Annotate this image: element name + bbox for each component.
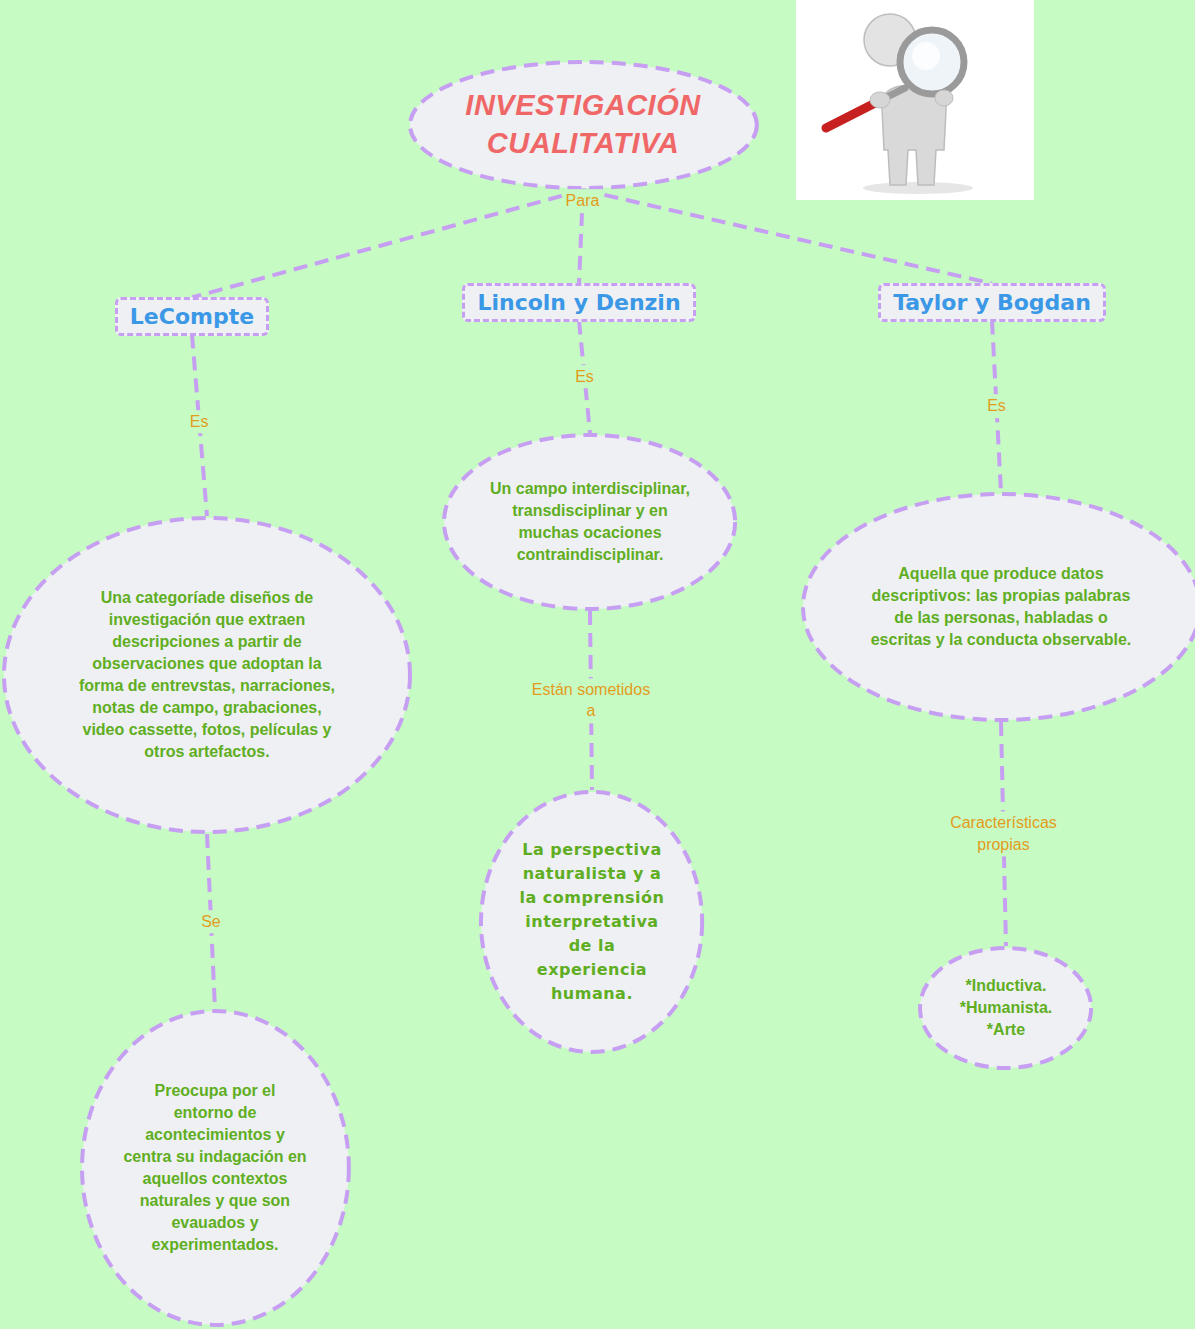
- author-box: LeCompte: [115, 297, 269, 336]
- author-box: Taylor y Bogdan: [878, 283, 1106, 322]
- node-text: La perspectiva naturalista y a la compre…: [516, 838, 668, 1006]
- connector-label: Para: [563, 189, 603, 213]
- detail-ellipse: La perspectiva naturalista y a la compre…: [478, 789, 705, 1055]
- ellipse-outline: [1, 515, 413, 835]
- detail-ellipse: Preocupa por el entorno de acontecimient…: [79, 1008, 352, 1328]
- image-frame: [796, 0, 1034, 200]
- connector-label: Se: [198, 910, 224, 934]
- node-text: Aquella que produce datos descriptivos: …: [863, 563, 1138, 651]
- author-name: Lincoln y Denzin: [477, 290, 680, 315]
- definition-ellipse: Aquella que produce datos descriptivos: …: [800, 491, 1195, 723]
- ellipse-outline: [441, 432, 738, 612]
- ellipse-outline: [800, 491, 1195, 723]
- node-text: *Inductiva. *Humanista. *Arte: [947, 975, 1064, 1041]
- ellipse-border: [82, 1011, 349, 1325]
- node-text: Una categoríade diseños de investigación…: [71, 587, 343, 764]
- ellipse-outline: [407, 59, 760, 191]
- definition-ellipse: Un campo interdisciplinar, transdiscipli…: [441, 432, 738, 612]
- node-text: INVESTIGACIÓN CUALITATIVA: [463, 87, 703, 162]
- ellipse-border: [481, 792, 702, 1052]
- node-text: Preocupa por el entorno de acontecimient…: [123, 1080, 307, 1257]
- author-name: LeCompte: [130, 304, 254, 329]
- figure-with-magnifier: [826, 14, 973, 194]
- dashed-connector: [583, 190, 992, 284]
- author-name: Taylor y Bogdan: [893, 290, 1091, 315]
- ellipse-border: [920, 948, 1091, 1068]
- definition-ellipse: Una categoríade diseños de investigación…: [1, 515, 413, 835]
- ellipse-border: [4, 518, 410, 832]
- connector-label: Están sometidos a: [523, 678, 659, 723]
- connector-label: Características propias: [925, 811, 1081, 856]
- dashed-connector: [192, 190, 583, 298]
- ellipse-border: [444, 435, 735, 609]
- ellipse-outline: [79, 1008, 352, 1328]
- topic-ellipse: INVESTIGACIÓN CUALITATIVA: [407, 59, 760, 191]
- connector-label: Es: [572, 365, 597, 389]
- detail-ellipse: *Inductiva. *Humanista. *Arte: [917, 945, 1094, 1071]
- ellipse-border: [803, 494, 1195, 720]
- connector-label: Es: [984, 394, 1009, 418]
- ellipse-border: [410, 62, 757, 188]
- node-text: Un campo interdisciplinar, transdiscipli…: [489, 478, 690, 566]
- connector-label: Es: [187, 410, 212, 434]
- author-box: Lincoln y Denzin: [462, 283, 695, 322]
